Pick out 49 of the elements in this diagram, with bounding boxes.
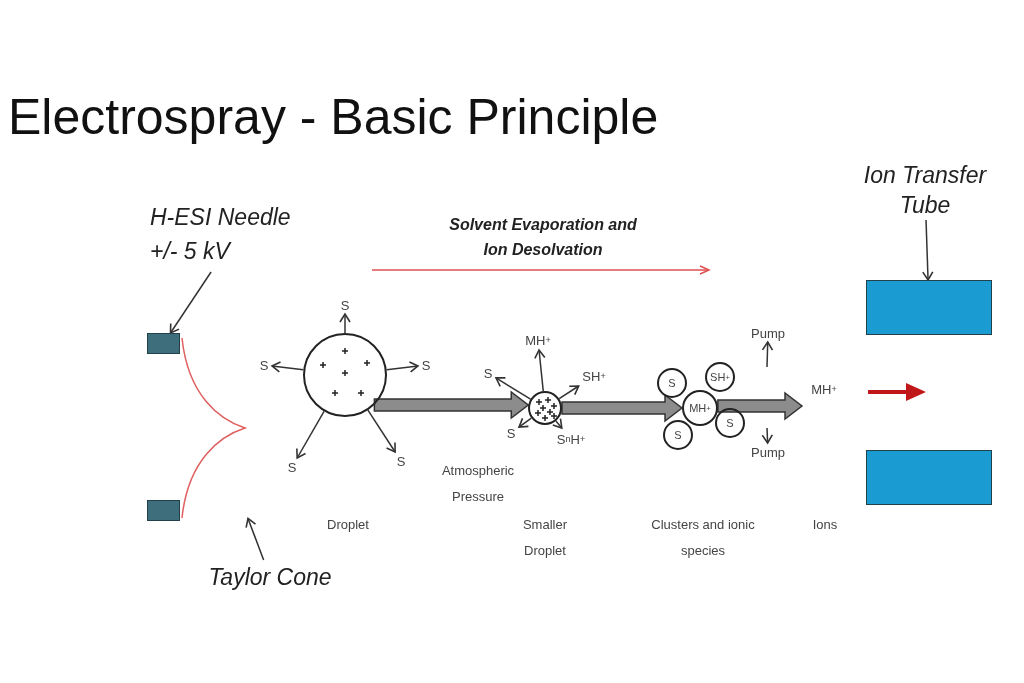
leader-line	[245, 517, 265, 561]
arrow	[367, 409, 396, 453]
arrow	[558, 385, 580, 400]
droplet-circle	[303, 333, 387, 417]
needle-block	[147, 333, 180, 354]
species-label: S	[337, 296, 353, 314]
stage-label: Ions	[811, 516, 839, 534]
arrow	[271, 361, 305, 373]
species-label: S	[480, 364, 496, 382]
arrow	[495, 377, 532, 400]
species-label: Pump	[745, 443, 791, 461]
stage-label: Droplet	[326, 516, 370, 534]
arrow	[761, 341, 774, 368]
species-label: S	[503, 424, 519, 442]
title: Electrospray - Basic Principle	[8, 88, 659, 146]
leader-line	[169, 271, 212, 334]
heading-label: Solvent Evaporation and Ion Desolvation	[448, 215, 638, 260]
species-label: SH$^{+}$	[578, 366, 610, 386]
part-label: Ion Transfer Tube	[850, 160, 1000, 220]
stage-label: Clusters and ionic species	[650, 516, 756, 560]
arrow	[534, 349, 546, 392]
ion-cluster-circle: S	[663, 420, 693, 450]
ion-cluster-circle: S	[657, 368, 687, 398]
part-label: Taylor Cone	[190, 560, 350, 594]
species-label: Pump	[745, 324, 791, 342]
species-label: S	[418, 356, 434, 374]
droplet-circle	[528, 391, 562, 425]
arrow	[385, 361, 419, 373]
pressure-label: Atmospheric Pressure	[440, 462, 516, 506]
arrow	[339, 313, 351, 334]
arrow	[296, 410, 325, 459]
stage-label: Smaller Droplet	[521, 516, 569, 560]
arrow	[552, 417, 563, 429]
species-label: MH$^{+}$	[520, 330, 556, 350]
needle-label: H-ESI Needle	[150, 203, 292, 232]
arrow	[761, 427, 774, 444]
needle-block	[147, 500, 180, 521]
voltage-label: +/- 5 kV	[150, 237, 233, 266]
block-arrow	[373, 390, 530, 420]
tube-block	[866, 450, 992, 505]
block-arrow	[717, 391, 804, 421]
species-label: S	[256, 356, 272, 374]
species-label: S	[393, 452, 409, 470]
species-label: S	[284, 458, 300, 476]
leader-line	[922, 219, 934, 281]
arrow	[518, 417, 533, 428]
tube-block	[866, 280, 992, 335]
ion-cluster-circle: S	[715, 408, 745, 438]
species-label: MH$^{+}$	[802, 378, 846, 400]
